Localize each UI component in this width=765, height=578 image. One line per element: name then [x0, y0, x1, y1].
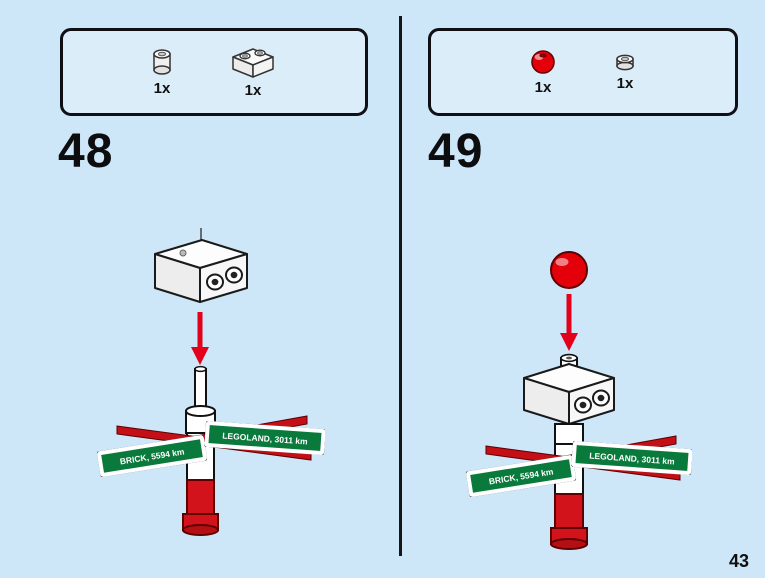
sign-right: LEGOLAND, 3011 km [204, 420, 325, 456]
part-item: 1x [149, 47, 175, 97]
part-item: 1x [529, 48, 557, 96]
panel-divider [399, 16, 402, 556]
white-round-brick-1x1-icon [153, 49, 171, 75]
white-round-plate-1x1-icon [616, 54, 634, 71]
red-ball-icon [531, 50, 555, 74]
brick-1x2-hollow-studs [154, 239, 248, 303]
step-number-48: 48 [58, 125, 114, 178]
part-count: 1x [244, 82, 262, 99]
white-round-brick [554, 423, 584, 445]
step-49-parts-callout: 1x 1x [428, 28, 738, 116]
insertion-arrow-icon [191, 312, 209, 365]
sign-left: BRICK, 5594 km [465, 455, 577, 497]
part-count: 1x [153, 80, 171, 97]
part-item: 1x [227, 45, 279, 99]
red-ball-piece [550, 251, 588, 289]
part-count: 1x [616, 75, 634, 92]
sign-right: LEGOLAND, 3011 km [571, 440, 692, 476]
step-number-49: 49 [428, 125, 484, 178]
part-item: 1x [613, 52, 637, 92]
step-48-parts-callout: 1x 1x [60, 28, 368, 116]
insertion-arrow-icon [560, 294, 578, 351]
step-48-assembly-diagram: BRICK, 5594 km LEGOLAND, 3011 km [96, 228, 325, 536]
sign-left: BRICK, 5594 km [96, 435, 208, 477]
white-brick-1x2-hollow-studs-icon [232, 48, 274, 78]
antenna-piece [194, 365, 207, 412]
part-count: 1x [534, 79, 552, 96]
step-49-assembly-diagram: BRICK, 5594 km LEGOLAND, 3011 km [465, 251, 692, 550]
page-number: 43 [728, 551, 749, 571]
brick-1x2-hollow-studs [523, 363, 615, 425]
